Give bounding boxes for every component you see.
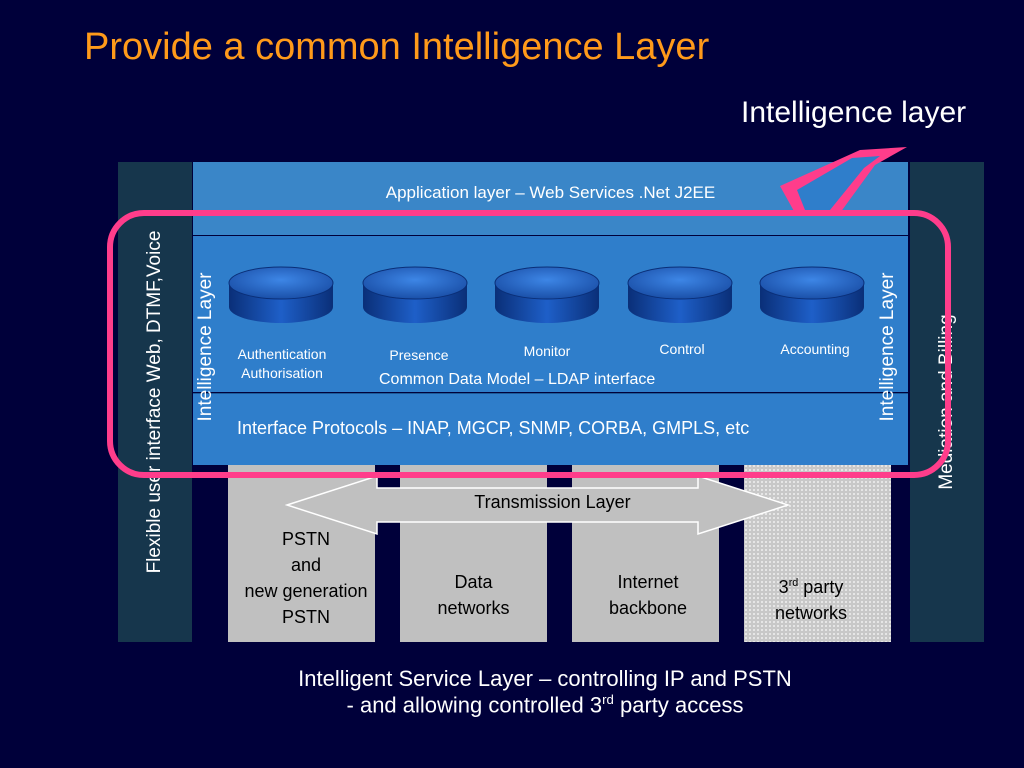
service-label-control: Control	[659, 341, 705, 357]
service-label-accounting: Accounting	[780, 341, 850, 357]
transmission-layer-label: Transmission Layer	[474, 492, 631, 512]
pstn-label: PSTN and new generation PSTN	[244, 529, 368, 627]
user-interface-bar: Flexible user interface Web, DTMF,Voice	[118, 162, 192, 642]
accounting-cylinder-icon	[759, 266, 865, 323]
service-label-monitor: Monitor	[523, 343, 571, 359]
control-cylinder-icon	[627, 266, 733, 323]
service-label-presence: Presence	[389, 347, 449, 363]
interface-protocols-label: Interface Protocols – INAP, MGCP, SNMP, …	[237, 418, 750, 438]
caption-line-1: Intelligent Service Layer – controlling …	[298, 666, 792, 691]
service-label-authentication: Authentication Authorisation	[237, 346, 327, 381]
intelligence-layer-callout-label: Intelligence layer	[741, 96, 967, 129]
slide-title: Provide a common Intelligence Layer	[84, 26, 710, 68]
service-cylinders	[228, 266, 865, 323]
third-party-label: 3rd party networks	[774, 577, 848, 623]
caption-line-2: - and allowing controlled 3rd party acce…	[346, 692, 744, 718]
data-networks-label: Data networks	[437, 572, 510, 618]
internet-backbone-label: Internet backbone	[608, 572, 688, 618]
monitor-cylinder-icon	[494, 266, 600, 323]
application-layer-label: Application layer – Web Services .Net J2…	[385, 183, 716, 202]
authentication-cylinder-icon	[228, 266, 334, 323]
common-data-model-label: Common Data Model – LDAP interface	[379, 371, 656, 388]
presence-cylinder-icon	[362, 266, 468, 323]
third-party-column	[744, 464, 891, 642]
interface-protocols-layer	[193, 393, 908, 465]
transmission-layer-arrow	[285, 474, 790, 536]
